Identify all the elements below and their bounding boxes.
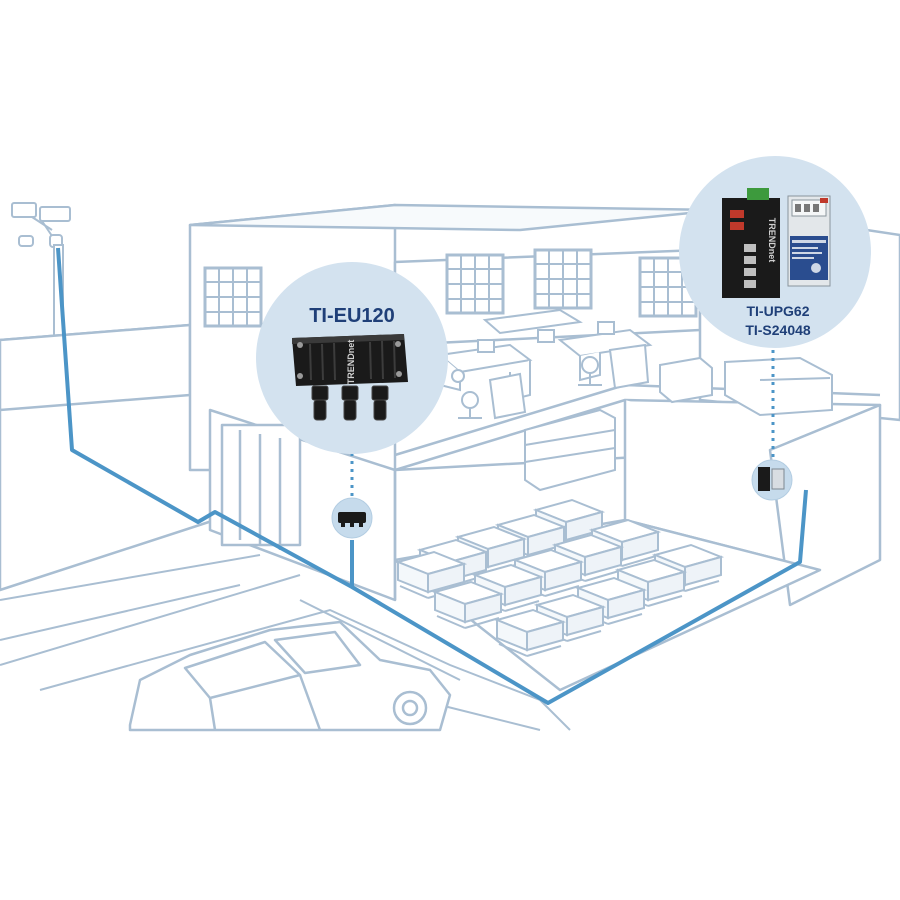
label-ti-upg62: TI-UPG62: [746, 303, 809, 319]
sofa-icon: [659, 356, 833, 417]
label-ti-eu120: TI-EU120: [309, 305, 395, 327]
desk-icon: [488, 343, 650, 420]
device-node-right: [751, 459, 793, 501]
extender-icon: TRENDnet: [292, 334, 408, 421]
label-ti-s24048: TI-S24048: [745, 322, 811, 338]
car-icon: [128, 620, 452, 732]
callout-ti-upg62: TRENDnet TI-UPG62 TI-S24048: [679, 156, 871, 348]
dotted-connectors: [350, 350, 775, 500]
storage-shelf: [524, 408, 616, 492]
office-furniture: [437, 308, 833, 420]
device-node-left: [331, 497, 373, 539]
cable-run: [56, 247, 808, 705]
brand-logo-right: TRENDnet: [767, 218, 777, 263]
desk-icon: [451, 308, 653, 386]
callout-ti-eu120: TI-EU120 TRENDnet: [256, 262, 448, 454]
brand-logo-left: TRENDnet: [346, 340, 356, 385]
power-supply-icon: [787, 195, 831, 287]
switch-icon: TRENDnet: [722, 188, 780, 298]
extender-icon: [338, 512, 366, 527]
